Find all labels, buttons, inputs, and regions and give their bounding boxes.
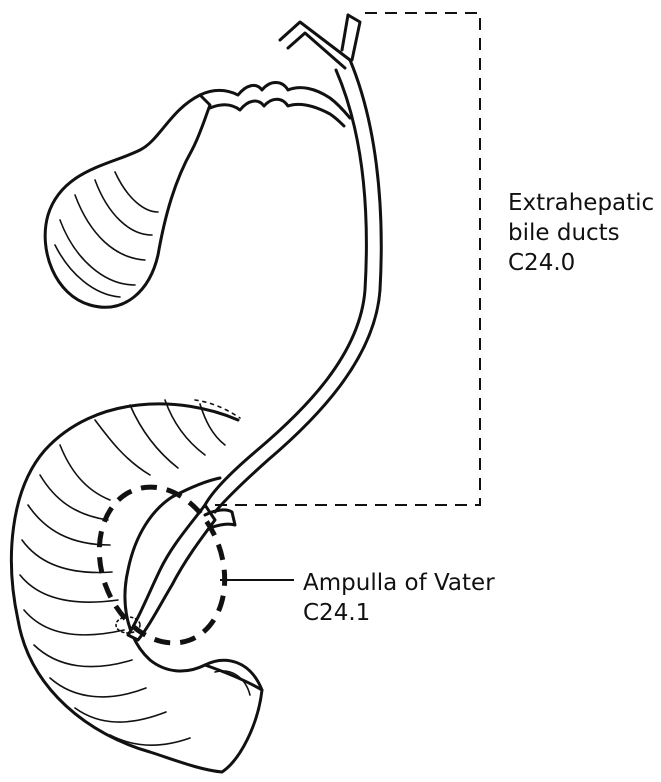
extrahepatic-bile-ducts-label: Extrahepatic bile ducts C24.0	[508, 188, 654, 278]
ampulla-label-code: C24.1	[303, 598, 495, 628]
gallbladder	[45, 95, 210, 307]
ampulla-label-line1: Ampulla of Vater	[303, 568, 495, 598]
cystic-duct	[200, 83, 350, 127]
extrahepatic-label-line2: bile ducts	[508, 218, 654, 248]
extrahepatic-label-code: C24.0	[508, 248, 654, 278]
duodenum	[11, 400, 262, 772]
extrahepatic-label-line1: Extrahepatic	[508, 188, 654, 218]
ampulla-of-vater-label: Ampulla of Vater C24.1	[303, 568, 495, 628]
